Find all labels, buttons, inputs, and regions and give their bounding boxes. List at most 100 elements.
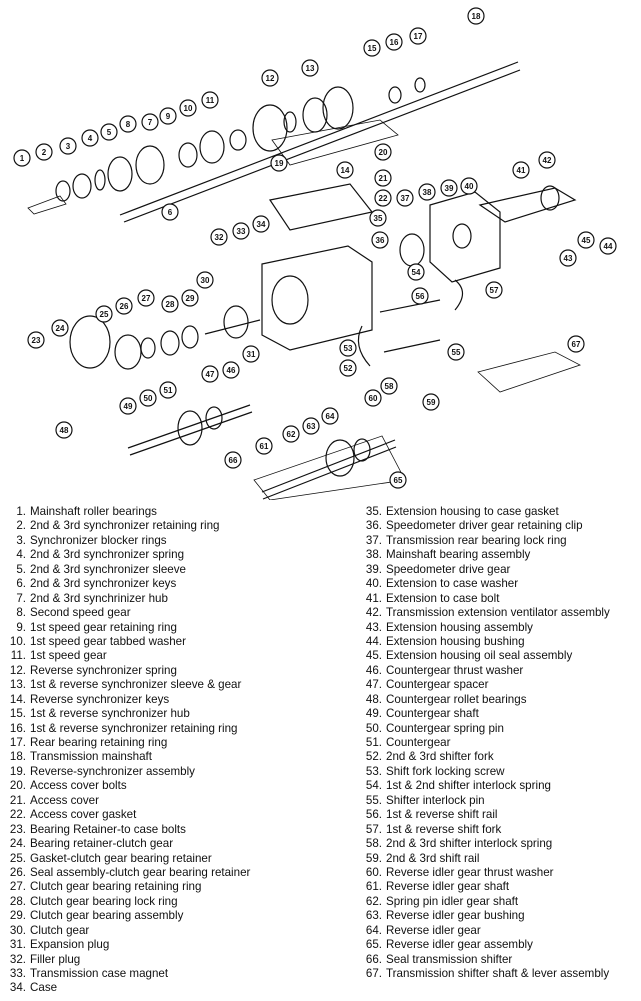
legend-item: 45.Extension housing oil seal assembly bbox=[360, 649, 641, 663]
callout-circle bbox=[232, 222, 250, 240]
callout-35: 35 bbox=[369, 209, 387, 227]
callout-circle bbox=[364, 389, 382, 407]
legend-item-text: Transmission case magnet bbox=[30, 967, 169, 980]
callout-number: 65 bbox=[394, 476, 403, 485]
legend-item-number: 6. bbox=[16, 577, 26, 591]
legend-item-text: 2nd & 3rd synchronizer keys bbox=[30, 577, 177, 591]
callout-number: 3 bbox=[66, 142, 71, 151]
legend-item-number: 21. bbox=[9, 793, 26, 807]
legend-item-number: 26. bbox=[9, 865, 26, 879]
legend-item-text: Countergear rollet bearings bbox=[386, 692, 527, 706]
callout-number: 18 bbox=[472, 12, 481, 21]
callout-number: 39 bbox=[445, 184, 454, 193]
legend-item-text: Transmission shifter shaft & lever assem… bbox=[386, 967, 610, 980]
legend-item-number: 24. bbox=[9, 837, 26, 851]
callout-28: 28 bbox=[161, 295, 179, 313]
callout-7: 7 bbox=[141, 113, 159, 131]
callout-5: 5 bbox=[100, 123, 118, 141]
callout-circle bbox=[27, 331, 45, 349]
callout-circle bbox=[100, 123, 118, 141]
legend-item-number: 32. bbox=[9, 952, 26, 966]
legend-item-number: 40. bbox=[365, 577, 382, 591]
callout-circle bbox=[302, 417, 320, 435]
callout-circle bbox=[252, 215, 270, 233]
legend-item-number: 59. bbox=[365, 851, 382, 865]
callout-66: 66 bbox=[224, 451, 242, 469]
legend-item-number: 25. bbox=[9, 851, 26, 865]
legend-item-text: 2nd & 3rd synchrinizer hub bbox=[30, 591, 168, 605]
legend-item-number: 20. bbox=[9, 779, 26, 793]
legend-item: 31.Expansion plug bbox=[6, 938, 352, 952]
legend-item-text: Reverse idler gear bbox=[386, 923, 481, 937]
legend-item: 54.1st & 2nd shifter interlock spring bbox=[360, 779, 641, 793]
legend-item-text: 1st speed gear tabbed washer bbox=[30, 634, 186, 648]
callout-14: 14 bbox=[336, 161, 354, 179]
legend-item-number: 47. bbox=[365, 678, 382, 692]
callout-number: 33 bbox=[237, 227, 246, 236]
callout-number: 20 bbox=[379, 148, 388, 157]
legend-item: 39.Speedometer drive gear bbox=[360, 563, 641, 577]
callout-number: 61 bbox=[260, 442, 269, 451]
legend-item-number: 55. bbox=[365, 793, 382, 807]
callout-circle bbox=[201, 365, 219, 383]
callout-circle bbox=[95, 305, 113, 323]
callout-number: 28 bbox=[166, 300, 175, 309]
legend-item-number: 31. bbox=[9, 938, 26, 952]
legend-item: 60.Reverse idler gear thrust washer bbox=[360, 866, 641, 880]
legend-item-text: Rear bearing retaining ring bbox=[30, 736, 168, 749]
callout-38: 38 bbox=[418, 183, 436, 201]
callout-circle bbox=[389, 471, 407, 489]
callout-circle bbox=[538, 151, 556, 169]
callout-55: 55 bbox=[447, 343, 465, 361]
callout-37: 37 bbox=[396, 189, 414, 207]
legend-item-number: 15. bbox=[9, 707, 26, 721]
callout-67: 67 bbox=[567, 335, 585, 353]
legend-item-text: Access cover bolts bbox=[30, 779, 127, 793]
callout-circle bbox=[321, 407, 339, 425]
callout-25: 25 bbox=[95, 305, 113, 323]
legend-item-text: Second speed gear bbox=[30, 606, 131, 620]
legend-item-text: 1st speed gear bbox=[30, 649, 107, 663]
legend-item: 58.2nd & 3rd shifter interlock spring bbox=[360, 837, 641, 851]
callout-circle bbox=[422, 393, 440, 411]
callout-44: 44 bbox=[599, 237, 617, 255]
callout-number: 66 bbox=[229, 456, 238, 465]
legend-item-text: Reverse idler gear bushing bbox=[386, 909, 525, 923]
legend-item: 11.1st speed gear bbox=[6, 649, 352, 663]
callout-circle bbox=[282, 425, 300, 443]
callout-circle bbox=[577, 231, 595, 249]
callout-circle bbox=[51, 319, 69, 337]
legend-item-number: 64. bbox=[365, 923, 382, 937]
legend-item-text: Bearing retainer-clutch gear bbox=[30, 837, 174, 851]
legend-item-text: 1st & reverse shift rail bbox=[386, 808, 498, 822]
callout-33: 33 bbox=[232, 222, 250, 240]
callout-number: 1 bbox=[20, 154, 25, 163]
legend-item-text: Reverse-synchronizer assembly bbox=[30, 764, 195, 778]
legend-item: 40.Extension to case washer bbox=[360, 577, 641, 591]
legend-item: 25.Gasket-clutch gear bearing retainer bbox=[6, 852, 352, 866]
callout-number: 30 bbox=[201, 276, 210, 285]
callout-circle bbox=[161, 295, 179, 313]
legend-item-number: 48. bbox=[365, 692, 382, 706]
callout-circle bbox=[224, 451, 242, 469]
callout-48: 48 bbox=[55, 421, 73, 439]
callout-50: 50 bbox=[139, 389, 157, 407]
legend-item-number: 17. bbox=[9, 736, 26, 749]
callout-22: 22 bbox=[374, 189, 392, 207]
callout-27: 27 bbox=[137, 289, 155, 307]
callout-circle bbox=[363, 39, 381, 57]
callout-40: 40 bbox=[460, 177, 478, 195]
callout-number: 12 bbox=[266, 74, 275, 83]
callout-circle bbox=[161, 203, 179, 221]
legend-item: 34.Case bbox=[6, 981, 352, 995]
legend-item: 15.1st & reverse synchronizer hub bbox=[6, 707, 352, 721]
callout-circle bbox=[407, 263, 425, 281]
callout-3: 3 bbox=[59, 137, 77, 155]
legend-item-text: Synchronizer blocker rings bbox=[30, 533, 167, 547]
legend-item-text: Shift fork locking screw bbox=[386, 764, 505, 778]
callout-number: 26 bbox=[120, 302, 129, 311]
legend-item: 30.Clutch gear bbox=[6, 924, 352, 938]
callout-circle bbox=[374, 189, 392, 207]
callout-circle bbox=[396, 189, 414, 207]
